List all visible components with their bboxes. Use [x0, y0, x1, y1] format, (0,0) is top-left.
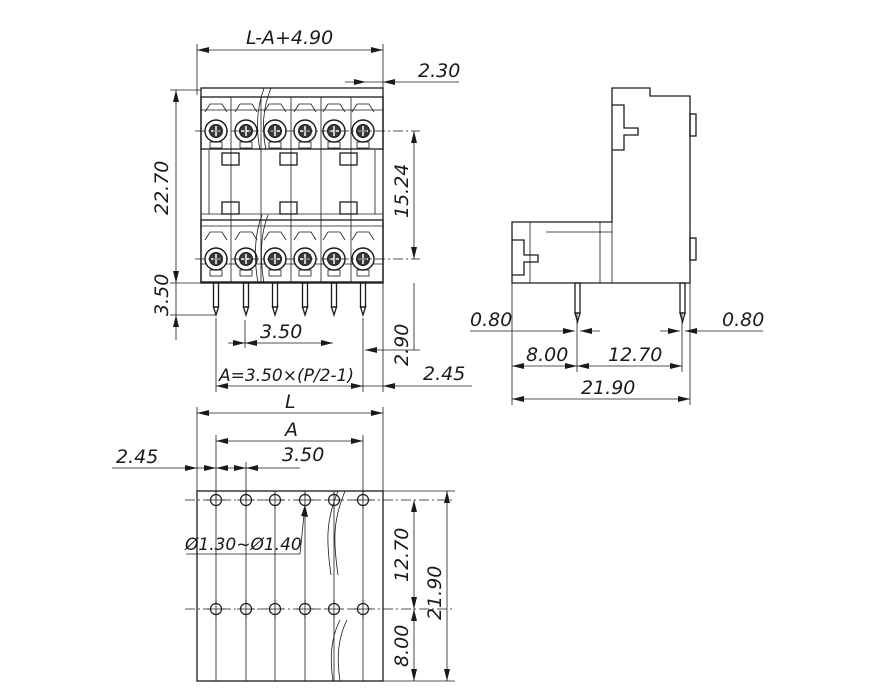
pcb-dimensions: L A 2.45 3.50 12.70 8.00 21.90 [112, 391, 455, 682]
front-view [195, 87, 420, 318]
dim-row-spacing-pcb: 12.70 [391, 528, 413, 582]
dim-pin-spacing: 12.70 [608, 344, 662, 366]
latch-window [279, 201, 298, 215]
dim-top-right: 2.30 [418, 60, 460, 82]
pin [301, 282, 309, 308]
break-line [337, 619, 348, 682]
front-body-outline [200, 87, 384, 284]
side-tab [689, 113, 697, 137]
side-tab [689, 237, 697, 261]
dim-total: L [285, 391, 296, 413]
front-lower-screws [204, 231, 375, 277]
side-pin [574, 282, 581, 314]
side-dimensions: 0.80 0.80 8.00 12.70 21.90 [470, 283, 764, 405]
pin [271, 282, 279, 308]
pin [212, 282, 220, 308]
dim-pitch-pcb: 3.50 [282, 444, 324, 466]
front-lower-block [200, 219, 384, 283]
break-line [334, 490, 346, 576]
pin [242, 282, 250, 308]
dim-a: A [283, 419, 298, 441]
dim-edge-bottom: 8.00 [391, 625, 413, 667]
dim-top-width: L-A+4.90 [246, 27, 333, 49]
side-upper-latch [612, 104, 639, 151]
dim-edge: 2.45 [116, 446, 158, 468]
front-upper-block [200, 96, 384, 150]
latch-window [221, 152, 240, 166]
dim-front-offset: 8.00 [526, 344, 568, 366]
latch-window [221, 201, 240, 215]
dim-pin-offset: 2.90 [391, 324, 413, 366]
dim-total-depth: 21.90 [424, 566, 446, 620]
pcb-outline [196, 490, 384, 682]
pin [330, 282, 338, 308]
dim-pin-left: 0.80 [470, 309, 512, 331]
side-pin [679, 282, 686, 314]
dim-row-spacing: 15.24 [391, 164, 413, 218]
front-dimensions: L-A+4.90 2.30 22.70 15.24 3.50 3.50 [151, 27, 472, 392]
dim-pin-length: 3.50 [151, 274, 173, 316]
latch-window [339, 152, 358, 166]
break-line [263, 87, 272, 151]
dim-right-margin: 2.45 [423, 363, 465, 385]
latch-window [279, 152, 298, 166]
break-line [260, 214, 269, 284]
pcb-column-lines [215, 491, 364, 681]
front-pins [212, 282, 367, 318]
pin [359, 282, 367, 308]
dim-pin-right: 0.80 [722, 309, 764, 331]
pcb-layout: Ø1.30~Ø1.40 [184, 490, 455, 682]
latch-window [339, 201, 358, 215]
dim-hole: Ø1.30~Ø1.40 [184, 535, 302, 555]
dim-height: 22.70 [151, 161, 173, 215]
side-view [511, 87, 697, 325]
side-lower-latch [512, 239, 539, 276]
front-upper-screws [204, 103, 375, 149]
dim-depth: 21.90 [581, 377, 635, 399]
side-body-outline [511, 87, 691, 284]
dim-pitch: 3.50 [260, 321, 302, 343]
dim-a-formula: A=3.50×(P/2-1) [218, 366, 354, 386]
